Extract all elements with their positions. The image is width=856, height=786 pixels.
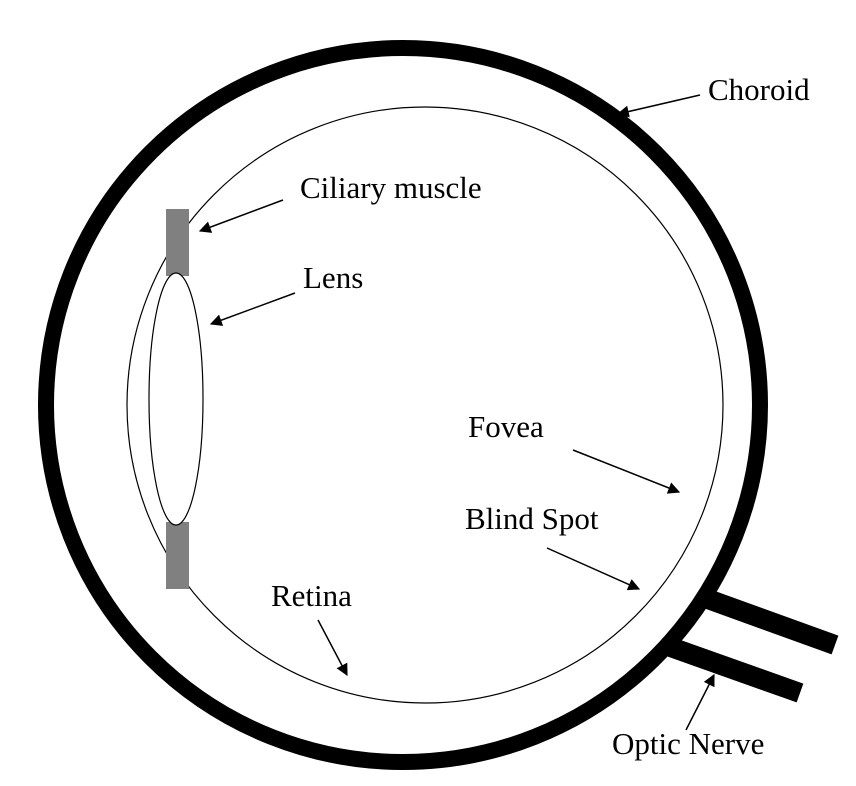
blind-spot-arrow	[546, 547, 641, 591]
choroid-label: Choroid	[708, 72, 810, 107]
fovea-arrow	[572, 449, 681, 494]
optic-nerve-lower-bar	[658, 634, 804, 703]
choroid-circle	[38, 40, 768, 770]
lens-ellipse	[148, 272, 204, 526]
ciliary-muscle-lower	[166, 522, 189, 589]
choroid-arrow	[616, 94, 701, 118]
optic-nerve-upper-bar	[701, 588, 839, 655]
ciliary-muscle-label: Ciliary muscle	[300, 170, 482, 205]
optic-nerve-label: Optic Nerve	[612, 726, 764, 761]
optic-nerve-arrow	[685, 673, 715, 731]
ciliary-muscle-upper	[166, 209, 189, 276]
lens-arrow	[209, 292, 296, 326]
retina-circle	[126, 106, 724, 704]
retina-label: Retina	[271, 578, 352, 613]
lens-label: Lens	[303, 260, 363, 295]
ciliary-muscle-arrow	[198, 199, 284, 233]
blind-spot-label: Blind Spot	[465, 501, 599, 536]
fovea-label: Fovea	[468, 409, 544, 444]
retina-arrow	[317, 619, 348, 677]
